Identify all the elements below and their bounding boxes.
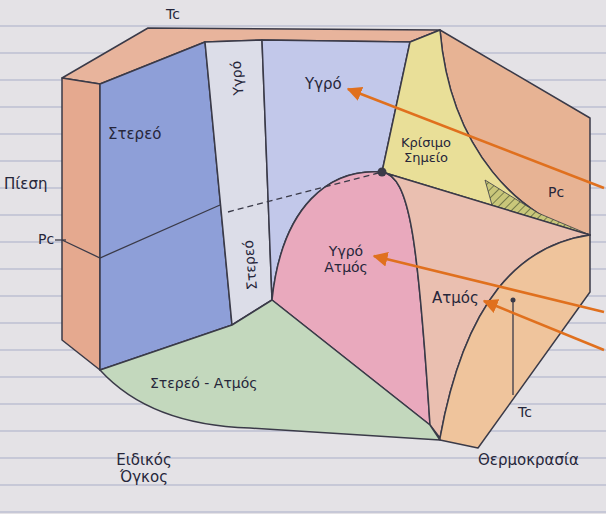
- pressure-tick: [55, 239, 66, 240]
- axis-title: Θερμοκρασία: [478, 452, 579, 469]
- region-label-box: Στερεό - Ατμός: [150, 375, 258, 391]
- point-label-box: Κρίσιμο Σημείο: [395, 136, 457, 166]
- region-label: Υγρό Ατμός: [318, 243, 374, 275]
- axis-title-box: Πίεση: [4, 176, 47, 193]
- axis-title: Πίεση: [4, 176, 47, 193]
- region-label-box: Στερεό: [108, 126, 161, 143]
- axis-title: Ειδικός Όγκος: [96, 452, 192, 487]
- axis-mark: Tc: [166, 6, 180, 22]
- region-label-box: Στερεό: [240, 239, 260, 290]
- axis-title-box: Θερμοκρασία: [478, 452, 579, 469]
- region-label: Στερεό: [240, 239, 260, 290]
- triple-line-dashed: [228, 173, 378, 212]
- solid-liquid-band: [205, 40, 272, 325]
- left-face: [62, 78, 100, 370]
- region-label: Στερεό: [108, 126, 161, 143]
- axis-mark-box: Pc: [548, 184, 564, 200]
- region-label-box: Υγρό: [305, 76, 342, 93]
- isotherm-dot: [511, 298, 516, 303]
- axis-title-box: Ειδικός Όγκος: [96, 452, 192, 487]
- region-label: Υγρό: [227, 60, 246, 96]
- point-label: Κρίσιμο Σημείο: [395, 136, 457, 166]
- critical-pressure-line: [62, 205, 220, 258]
- region-label: Υγρό: [305, 76, 342, 93]
- region-label: Στερεό - Ατμός: [150, 375, 258, 391]
- region-label-box: Ατμός: [432, 290, 479, 307]
- axis-mark-box: Tc: [518, 404, 532, 420]
- solid-vapor-region: [100, 300, 440, 440]
- critical-point-dot: [378, 168, 387, 177]
- lower-right-face: [440, 235, 590, 448]
- region-label-box: Υγρό Ατμός: [318, 243, 374, 275]
- leader-arrow: [348, 89, 604, 188]
- axis-mark: Tc: [518, 404, 532, 420]
- axis-mark: Pc: [548, 184, 564, 200]
- leader-arrow: [484, 301, 604, 350]
- axis-mark: Pc: [38, 231, 54, 247]
- axis-mark-box: Pc: [38, 231, 54, 247]
- axis-mark-box: Tc: [166, 6, 180, 22]
- region-label: Ατμός: [432, 290, 479, 307]
- region-label-box: Υγρό: [227, 60, 246, 96]
